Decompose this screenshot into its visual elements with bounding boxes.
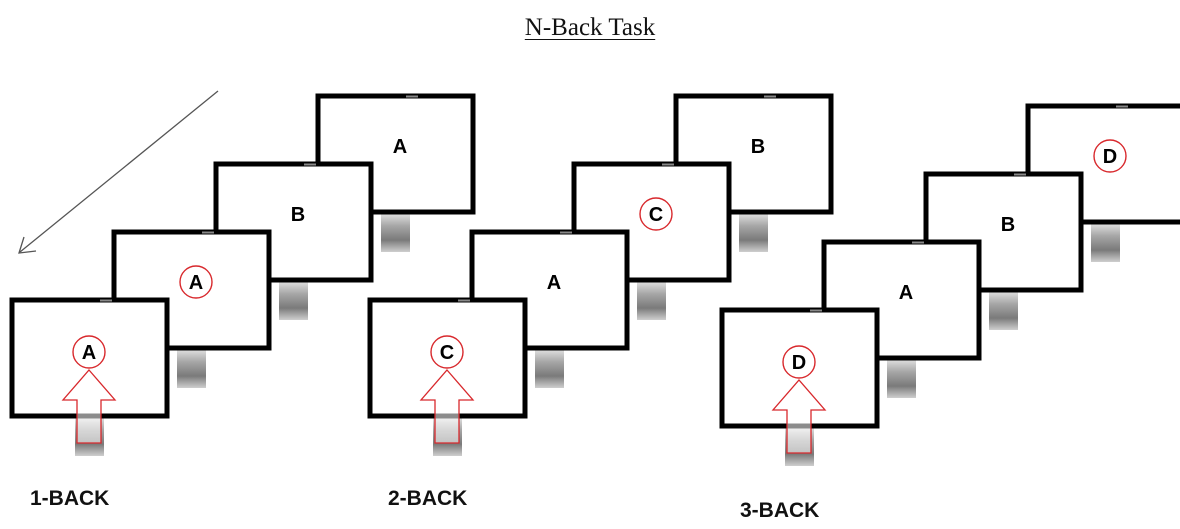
stimulus-letter: B <box>1001 214 1015 236</box>
monitor-icon: D <box>719 307 880 466</box>
stimulus-letter: C <box>649 204 663 226</box>
highlight-circle <box>782 345 816 379</box>
stimulus-letter: A <box>189 272 203 294</box>
stimulus-letter: D <box>792 352 806 374</box>
stimulus-letter: A <box>899 282 913 304</box>
highlight-circle <box>72 335 106 369</box>
up-arrow-icon <box>61 369 117 444</box>
task-group-3: D B A D <box>719 103 1180 466</box>
highlight-circle <box>1093 139 1127 173</box>
diagram-title: N-Back Task <box>524 14 656 41</box>
stimulus-letter: C <box>440 342 454 364</box>
stimulus-letter: D <box>1103 146 1117 168</box>
highlight-circle <box>639 197 673 231</box>
highlight-circle <box>430 335 464 369</box>
task-label: 1-BACK <box>30 487 109 510</box>
monitor-icon: A <box>9 297 170 456</box>
up-arrow-icon <box>419 369 475 444</box>
task-label: 2-BACK <box>388 487 467 510</box>
task-group-2: B C A C <box>367 93 834 456</box>
up-arrow-icon <box>771 379 827 454</box>
task-label: 3-BACK <box>740 499 819 522</box>
diagonal-arrow-icon <box>18 90 219 254</box>
monitor-icon: C <box>367 297 528 456</box>
stimulus-letter: B <box>291 204 305 226</box>
stimulus-letter: A <box>393 136 407 158</box>
monitor-icon: B <box>923 171 1084 330</box>
stimulus-letter: A <box>82 342 96 364</box>
stimulus-letter: A <box>547 272 561 294</box>
highlight-circle <box>179 265 213 299</box>
task-group-1: A B A A <box>9 93 476 456</box>
stimulus-letter: B <box>751 136 765 158</box>
